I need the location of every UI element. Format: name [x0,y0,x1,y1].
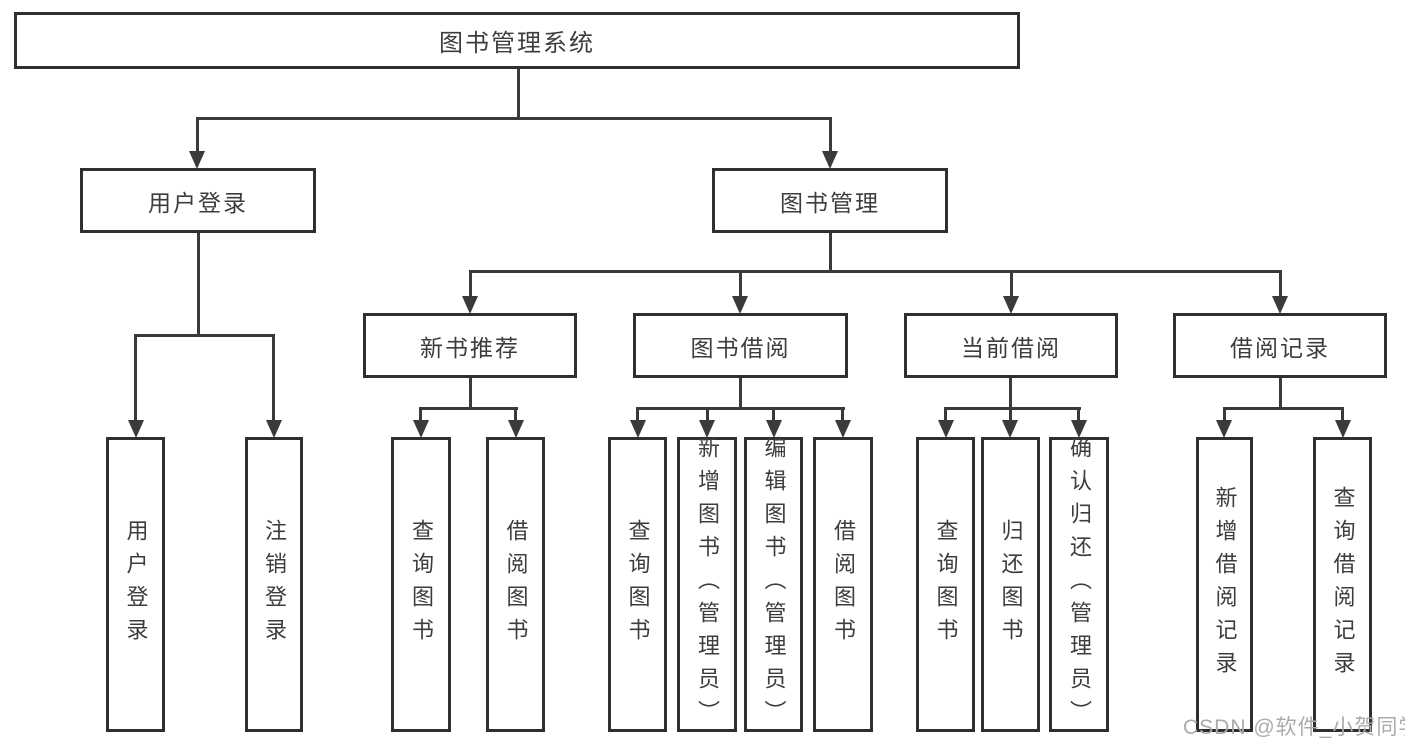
arrowhead-icon [1335,420,1351,438]
csdn-watermark: CSDN @软件_小贺同学 [1183,716,1405,739]
leaf-edit-book-admin-label: 编辑图书（管理员） [761,436,787,733]
connector-records-stem [1279,378,1282,409]
connector-records-drop-2 [1341,407,1344,422]
connector-bookmgmt-drop-1 [469,270,472,298]
arrowhead-icon [1216,420,1232,438]
node-user-login: 用户登录 [80,168,316,233]
arrowhead-icon [732,296,748,314]
connector-root-stem [517,67,520,119]
leaf-return-books: 归还图书 [981,437,1040,732]
node-book-management: 图书管理 [712,168,948,233]
connector-current-drop-2 [1009,407,1012,422]
leaf-borrow-query-books: 查询图书 [608,437,667,732]
leaf-recommend-borrow-books: 借阅图书 [486,437,545,732]
leaf-edit-book-admin: 编辑图书（管理员） [744,436,803,733]
leaf-recommend-query-books-label: 查询图书 [409,518,434,651]
leaf-current-query-books-label: 查询图书 [933,518,959,651]
leaf-logout: 注销登录 [245,437,303,732]
arrowhead-icon [1003,296,1019,314]
leaf-query-borrow-record-label: 查询借阅记录 [1330,485,1356,684]
connector-userlogin-drop-1 [134,334,137,422]
connector-borrow-drop-4 [841,407,844,422]
connector-bookmgmt-stem [829,233,832,272]
connector-bookmgmt-bar [469,270,1282,273]
connector-current-drop-3 [1077,407,1080,422]
connector-root-bar [196,117,832,120]
node-book-borrow: 图书借阅 [633,313,848,378]
connector-root-drop-left [196,117,199,153]
connector-records-drop-1 [1223,407,1226,422]
leaf-borrow-books: 借阅图书 [813,437,873,732]
leaf-return-books-label: 归还图书 [998,518,1024,651]
leaf-add-borrow-record-label: 新增借阅记录 [1212,485,1238,684]
node-book-management-label: 图书管理 [780,189,880,216]
node-borrow-records-label: 借阅记录 [1230,334,1330,361]
connector-userlogin-drop-2 [272,334,275,422]
leaf-confirm-return-admin: 确认归还（管理员） [1049,436,1109,733]
leaf-recommend-borrow-books-label: 借阅图书 [503,518,529,651]
connector-borrow-bar [636,407,845,410]
leaf-borrow-books-label: 借阅图书 [831,518,856,651]
node-new-book-recommend: 新书推荐 [363,313,577,378]
leaf-user-login-label: 用户登录 [123,518,149,651]
leaf-confirm-return-admin-label: 确认归还（管理员） [1067,436,1092,733]
leaf-logout-label: 注销登录 [262,518,287,651]
arrowhead-icon [822,151,838,169]
arrowhead-icon [189,151,205,169]
node-book-borrow-label: 图书借阅 [690,334,791,361]
connector-borrow-drop-1 [636,407,639,422]
connector-recommend-bar [419,407,518,410]
node-root-label: 图书管理系统 [439,30,595,57]
arrowhead-icon [266,420,282,438]
connector-current-stem [1009,378,1012,409]
arrowhead-icon [1002,420,1018,438]
connector-borrow-drop-2 [706,407,709,422]
node-user-login-label: 用户登录 [148,189,248,216]
node-current-borrow-label: 当前借阅 [961,334,1061,361]
connector-borrow-drop-3 [772,407,775,422]
connector-recommend-drop-2 [514,407,517,422]
leaf-borrow-query-books-label: 查询图书 [625,518,651,651]
connector-current-drop-1 [944,407,947,422]
node-current-borrow: 当前借阅 [904,313,1118,378]
arrowhead-icon [462,296,478,314]
connector-root-drop-right [829,117,832,153]
leaf-user-login: 用户登录 [106,437,165,732]
connector-bookmgmt-drop-4 [1279,270,1282,298]
arrowhead-icon [699,420,715,438]
leaf-add-book-admin-label: 新增图书（管理员） [695,436,720,733]
leaf-add-book-admin: 新增图书（管理员） [677,436,737,733]
leaf-recommend-query-books: 查询图书 [391,437,451,732]
arrowhead-icon [413,420,429,438]
arrowhead-icon [128,420,144,438]
arrowhead-icon [630,420,646,438]
leaf-query-borrow-record: 查询借阅记录 [1313,437,1372,732]
arrowhead-icon [1071,420,1087,438]
connector-userlogin-stem [197,231,200,336]
node-borrow-records: 借阅记录 [1173,313,1387,378]
leaf-current-query-books: 查询图书 [916,437,975,732]
connector-current-bar [944,407,1081,410]
connector-bookmgmt-drop-2 [739,270,742,298]
connector-borrow-stem [739,378,742,409]
node-root: 图书管理系统 [14,12,1020,69]
connector-recommend-stem [469,378,472,409]
connector-userlogin-bar [134,334,275,337]
arrowhead-icon [938,420,954,438]
leaf-add-borrow-record: 新增借阅记录 [1196,437,1253,732]
arrowhead-icon [508,420,524,438]
arrowhead-icon [835,420,851,438]
node-new-book-recommend-label: 新书推荐 [420,334,520,361]
connector-records-bar [1223,407,1344,410]
arrowhead-icon [766,420,782,438]
connector-bookmgmt-drop-3 [1010,270,1013,298]
connector-recommend-drop-1 [419,407,422,422]
arrowhead-icon [1272,296,1288,314]
